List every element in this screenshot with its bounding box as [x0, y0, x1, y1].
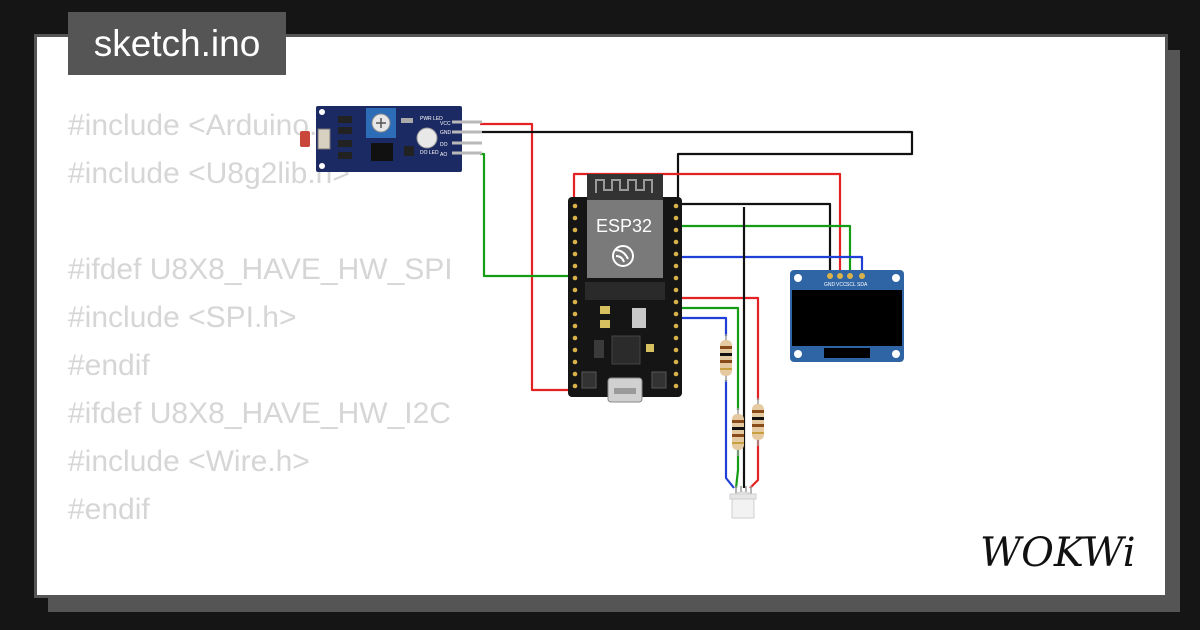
wokwi-logo-text: WOKWi	[980, 530, 1136, 576]
wire-sensor-vcc[interactable]	[480, 122, 572, 392]
do-led-label: DO LED	[420, 150, 439, 156]
wokwi-logo-icon: WOKWi	[980, 530, 1136, 576]
code-line: #endif	[68, 349, 150, 382]
wire-resistor2[interactable]	[676, 306, 740, 410]
oled-screen	[792, 290, 902, 346]
sensor-pin-label: GND	[440, 130, 452, 136]
code-line: #include <Wire.h>	[68, 445, 310, 478]
wires	[480, 122, 914, 489]
sensor-pin-label: AO	[440, 152, 447, 158]
sensor-pin-label: VCC	[440, 121, 451, 127]
espressif-logo-icon	[612, 245, 634, 267]
resistor-3[interactable]	[752, 398, 764, 446]
oled-pin-label: GND	[824, 282, 836, 288]
wire-resistor3[interactable]	[676, 316, 728, 336]
code-line: #ifdef U8X8_HAVE_HW_SPI	[68, 253, 453, 286]
wire-sensor-gnd[interactable]	[480, 130, 914, 205]
wire-sensor-ao[interactable]	[480, 152, 572, 278]
rgb-led[interactable]	[729, 486, 757, 519]
code-line: #endif	[68, 493, 150, 526]
wire-resistor1[interactable]	[676, 296, 760, 400]
resistor-2[interactable]	[732, 408, 744, 456]
code-line: #include <SPI.h>	[68, 301, 297, 334]
light-sensor-module[interactable]: PWR LED DO LED VCC GND DO AO	[300, 106, 482, 172]
wire-led-blue[interactable]	[724, 380, 735, 489]
wire-oled-gnd[interactable]	[676, 202, 832, 276]
code-line: #ifdef U8X8_HAVE_HW_I2C	[68, 397, 451, 430]
esp32-label: ESP32	[596, 216, 652, 236]
oled-pin-label: VCC	[836, 282, 847, 288]
esp32-board[interactable]: ESP32	[568, 174, 682, 403]
wire-led-red[interactable]	[749, 440, 760, 489]
wire-oled-scl[interactable]	[676, 224, 852, 276]
file-tab[interactable]: sketch.ino	[68, 12, 286, 75]
reset-button[interactable]	[651, 371, 667, 389]
sensor-led	[416, 127, 438, 149]
pwr-led-label: PWR LED	[420, 116, 443, 122]
sensor-pin-label: DO	[440, 142, 448, 148]
oled-display[interactable]: GND VCC SCL SDA	[790, 270, 904, 362]
wire-oled-sda[interactable]	[676, 255, 864, 276]
photoresistor	[300, 131, 310, 147]
oled-pin-label: SCL	[846, 282, 856, 288]
resistor-1[interactable]	[720, 334, 732, 382]
boot-button[interactable]	[581, 371, 597, 389]
oled-pin-label: SDA	[857, 282, 868, 288]
